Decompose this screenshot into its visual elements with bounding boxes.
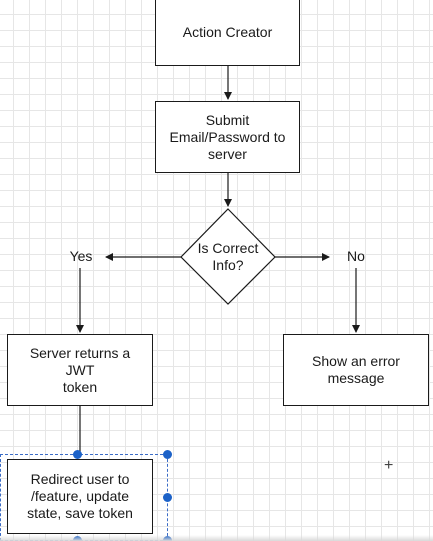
edge-label-yes: Yes (69, 248, 93, 264)
node-decision-label[interactable]: Is Correct Info? (197, 240, 259, 273)
resize-handle-top-middle[interactable] (73, 450, 82, 459)
node-server-returns-jwt[interactable]: Server returns a JWT token (7, 334, 153, 406)
node-redirect-user[interactable]: Redirect user to /feature, update state,… (7, 459, 153, 534)
node-show-error[interactable]: Show an error message (283, 334, 429, 406)
resize-handle-middle-right[interactable] (163, 493, 172, 502)
node-action-creator[interactable]: Action Creator (155, 0, 300, 66)
resize-handle-top-right[interactable] (163, 450, 172, 459)
node-submit-credentials[interactable]: Submit Email/Password to server (155, 101, 300, 173)
edge-label-no: No (347, 248, 365, 264)
crosshair-cursor-icon: + (384, 457, 394, 474)
canvas-bottom-edge (0, 535, 433, 541)
